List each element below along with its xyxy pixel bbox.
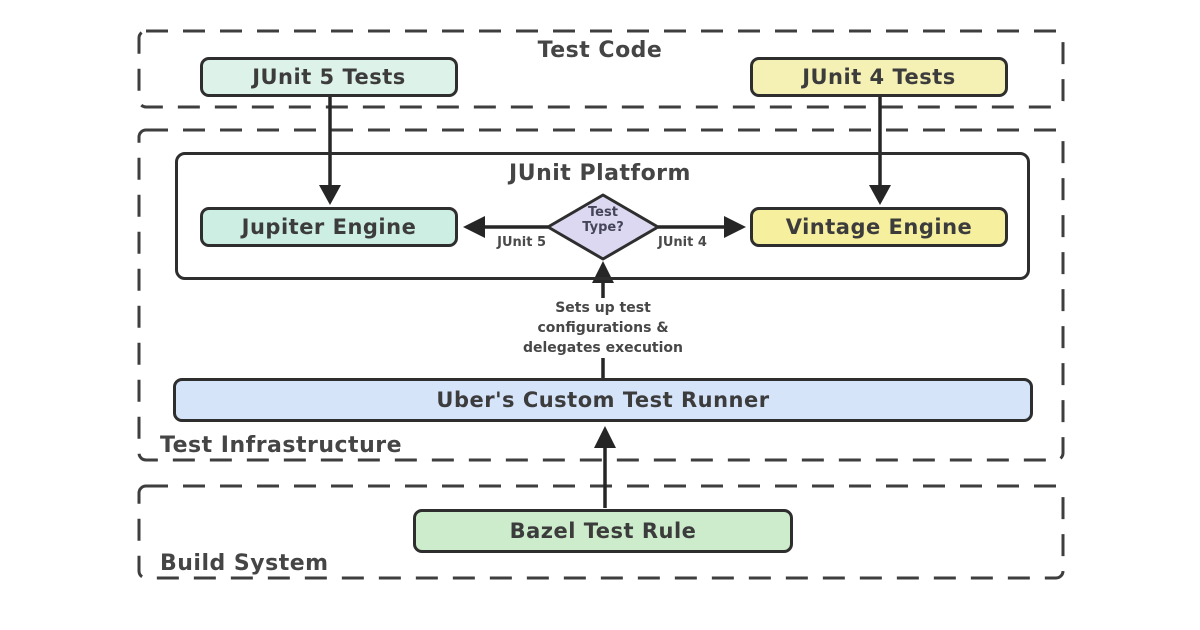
junit5-tests-label: JUnit 5 Tests [252,65,406,89]
runner-note: Sets up test configurations & delegates … [500,298,706,358]
junit5-tests-node: JUnit 5 Tests [200,57,458,97]
junit-platform-label: JUnit Platform [509,161,691,186]
test-type-line1: Test [588,205,618,220]
build-system-group-label: Build System [160,551,329,576]
jupiter-engine-node: Jupiter Engine [200,207,458,247]
junit4-tests-label: JUnit 4 Tests [802,65,956,89]
runner-note-line1: Sets up test [555,300,651,316]
vintage-engine-label: Vintage Engine [785,215,973,239]
runner-note-line2: configurations & [537,320,669,336]
junit5-branch-label: JUnit 5 [497,235,546,250]
runner-note-line3: delegates execution [522,340,684,356]
bazel-rule-label: Bazel Test Rule [509,519,697,543]
bazel-rule-node: Bazel Test Rule [413,509,793,553]
arrow-test-type-to-vintage-engine [658,216,746,238]
junit4-branch-label: JUnit 4 [658,235,707,250]
arrow-test-type-to-jupiter-engine [463,216,548,238]
build-system-group-border [137,484,1065,580]
test-infrastructure-group-border [137,128,1065,462]
junit-platform-box [175,152,1030,280]
test-infrastructure-group-label: Test Infrastructure [160,433,403,458]
test-type-line2: Type? [582,220,624,235]
arrow-bazel-rule-to-uber-runner [594,426,616,508]
test-code-group-label: Test Code [537,38,663,63]
junit4-tests-node: JUnit 4 Tests [750,57,1008,97]
arrow-junit4-tests-to-vintage-engine [869,97,891,205]
jupiter-engine-label: Jupiter Engine [241,215,417,239]
test-type-diamond-label: Test Type? [553,205,653,235]
test-code-group-border [137,29,1065,109]
vintage-engine-node: Vintage Engine [750,207,1008,247]
uber-runner-label: Uber's Custom Test Runner [436,388,770,412]
arrow-junit5-tests-to-jupiter-engine [319,97,341,205]
uber-runner-node: Uber's Custom Test Runner [173,378,1033,422]
